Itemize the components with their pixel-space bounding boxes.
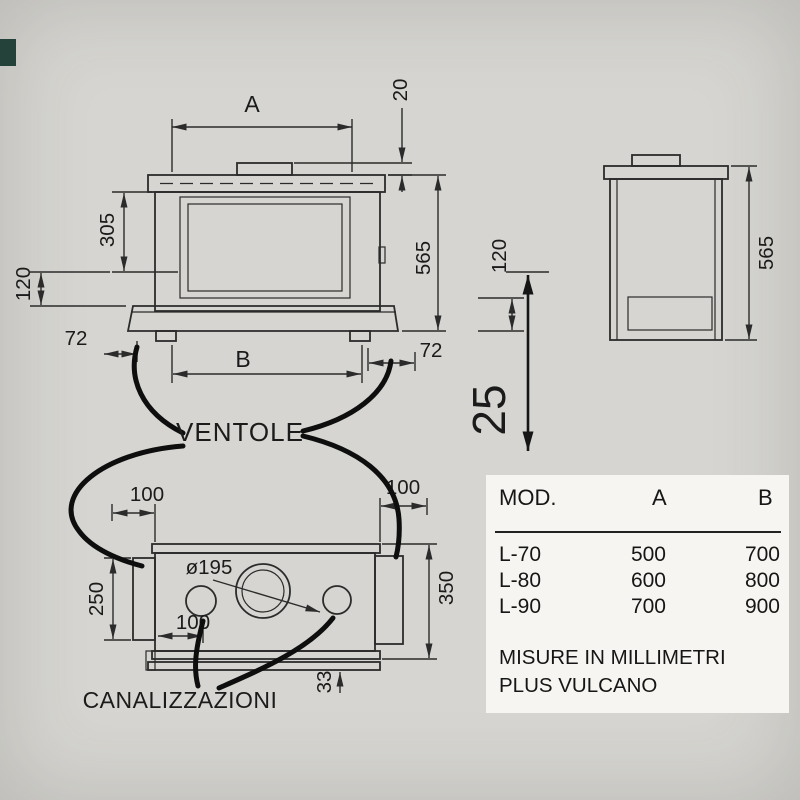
glass-pane xyxy=(187,203,343,292)
canalizzazioni-label: CANALIZZAZIONI xyxy=(83,687,278,713)
product-name: PLUS VULCANO xyxy=(499,674,658,697)
hand-line-left-foot xyxy=(131,344,186,436)
foot-right xyxy=(349,330,371,342)
side-body xyxy=(609,178,723,341)
units-note: MISURE IN MILLIMETRI xyxy=(499,646,726,669)
dim-72-left-label: 72 xyxy=(65,327,88,350)
dim-front-72-left: 72 xyxy=(65,327,138,362)
duct-opening-left xyxy=(185,585,217,617)
dim-33-label: 33 xyxy=(313,671,336,694)
side-lower-panel xyxy=(627,296,713,331)
dim-front-120-left: 120 xyxy=(12,267,126,307)
table-header-mod: MOD. xyxy=(499,485,557,510)
bottom-view xyxy=(132,543,404,671)
fan-opening-large xyxy=(235,563,291,619)
dim-bottom-350: 350 xyxy=(382,543,458,660)
spec-table-panel: MOD. A B L-70 500 700 L-80 600 800 L-90 … xyxy=(486,475,789,713)
dim-565-side-label: 565 xyxy=(755,236,778,270)
bottom-top-rail xyxy=(151,543,381,554)
dim-25-label: 25 xyxy=(463,384,515,435)
dim-front-b: B xyxy=(171,345,363,383)
dim-100-left-label: 100 xyxy=(130,483,164,506)
hand-line-left-sweep xyxy=(68,443,186,569)
front-view xyxy=(126,162,400,342)
dim-front-120-right: 120 xyxy=(478,239,524,332)
table-cell-b: 700 xyxy=(744,543,780,566)
side-flue-stub xyxy=(631,154,681,167)
scan-artifact xyxy=(0,39,16,66)
dim-diameter-label: ø195 xyxy=(186,556,233,579)
table-cell-b: 900 xyxy=(744,595,780,618)
hand-line-right-foot xyxy=(300,358,394,434)
ventole-label: VENTOLE xyxy=(176,417,304,447)
hand-line-canal-right xyxy=(216,615,336,691)
side-view xyxy=(603,154,729,341)
dim-120-right-label: 120 xyxy=(488,239,511,273)
table-cell-a: 500 xyxy=(630,543,666,566)
dim-250-label: 250 xyxy=(85,582,108,616)
dim-front-565: 565 xyxy=(388,174,446,332)
dim-a-label: A xyxy=(244,91,260,117)
table-header-a: A xyxy=(652,485,667,510)
dim-bottom-250: 250 xyxy=(85,557,131,641)
table-header-divider xyxy=(495,531,781,533)
rail-end-tab xyxy=(145,650,156,671)
table-cell-a: 600 xyxy=(630,569,666,592)
dim-350-label: 350 xyxy=(435,571,458,605)
dim-120-left-label: 120 xyxy=(12,267,35,301)
base-plinth xyxy=(126,305,400,332)
dim-72-right-label: 72 xyxy=(420,339,443,362)
dim-front-a: A xyxy=(171,91,353,172)
dim-bottom-33: 33 xyxy=(313,671,344,694)
flue-stub xyxy=(236,162,293,176)
bottom-left-duct xyxy=(132,557,156,641)
stove-body xyxy=(154,191,381,312)
dim-side-565: 565 xyxy=(725,165,778,341)
foot-left xyxy=(155,330,177,342)
duct-opening-right xyxy=(322,585,352,615)
table-cell-a: 700 xyxy=(630,595,666,618)
dim-b-label: B xyxy=(235,346,250,372)
dim-20-label: 20 xyxy=(389,79,412,102)
dim-front-20: 20 xyxy=(294,79,412,192)
dim-bottom-diameter: ø195 xyxy=(186,556,321,613)
table-cell-b: 800 xyxy=(744,569,780,592)
table-cell-model: L-90 xyxy=(499,595,542,618)
door-latch xyxy=(378,246,386,264)
table-cell-model: L-70 xyxy=(499,543,542,566)
door-frame xyxy=(179,196,351,299)
marker-annotation-lines xyxy=(68,344,402,691)
dim-front-305: 305 xyxy=(96,191,178,273)
dim-front-25: 25 xyxy=(463,271,549,451)
table-cell-model: L-80 xyxy=(499,569,542,592)
dim-565-front-label: 565 xyxy=(412,241,435,275)
dim-bottom-100-left: 100 xyxy=(111,483,164,542)
bottom-rail-1 xyxy=(151,650,381,660)
dim-front-72-right: 72 xyxy=(367,339,443,371)
hand-line-canal-left xyxy=(193,618,206,689)
side-top-flange xyxy=(603,165,729,180)
dim-305-label: 305 xyxy=(96,213,119,247)
hand-line-right-sweep xyxy=(300,433,402,560)
table-header-b: B xyxy=(758,485,773,510)
bottom-right-duct xyxy=(374,555,404,645)
